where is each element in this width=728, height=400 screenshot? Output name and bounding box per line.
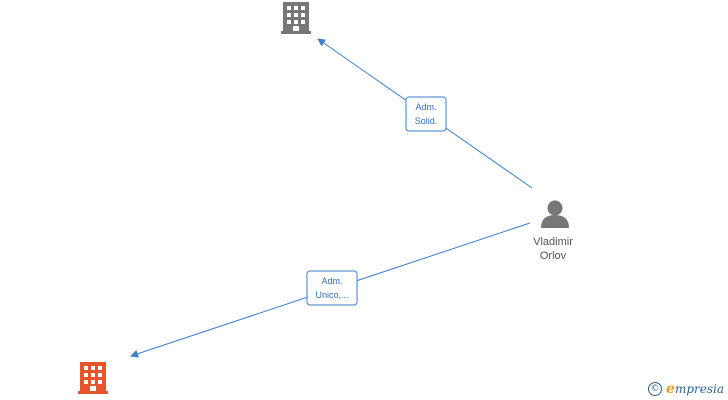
edge-label-line1: Adm. bbox=[415, 102, 436, 112]
person-icon bbox=[541, 200, 569, 228]
edge-label-line2: Solid. bbox=[415, 116, 438, 126]
edge-person-to-bottom-company: Adm. Unico,... bbox=[130, 222, 531, 358]
building-icon[interactable] bbox=[281, 2, 311, 34]
brand-rest: mpresia bbox=[674, 382, 724, 396]
edge-label-line1: Adm. bbox=[321, 276, 342, 286]
edge-label-box bbox=[306, 270, 358, 306]
empresia-watermark: © empresia bbox=[648, 381, 724, 397]
brand-logo: empresia bbox=[666, 381, 724, 397]
building-icon[interactable] bbox=[78, 362, 108, 394]
edge-person-to-top-company: Adm. Solid. bbox=[317, 38, 533, 189]
edge-label-adm-solid[interactable]: Adm. Solid. bbox=[405, 96, 447, 132]
edge-label-adm-unico[interactable]: Adm. Unico,... bbox=[306, 270, 358, 306]
edge-label-box bbox=[405, 96, 447, 132]
person-node[interactable]: Vladimir Orlov bbox=[533, 200, 573, 263]
person-name-line1: Vladimir bbox=[533, 236, 573, 248]
person-name-line2: Orlov bbox=[540, 250, 567, 262]
brand-initial: e bbox=[666, 381, 675, 397]
copyright-icon: © bbox=[648, 382, 663, 396]
edge-label-line2: Unico,... bbox=[315, 290, 348, 300]
